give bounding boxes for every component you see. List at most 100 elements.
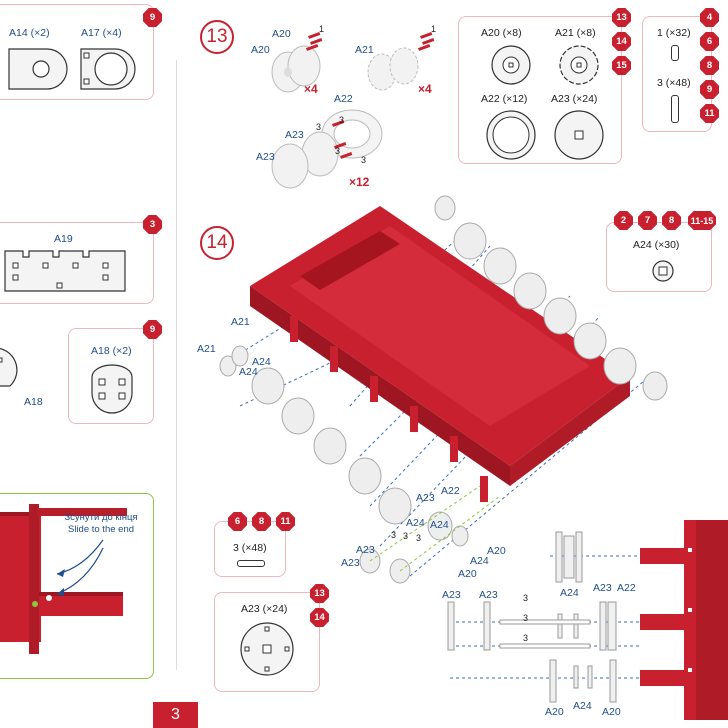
badge-a24-2: 2 xyxy=(614,211,633,230)
label-a19: A19 xyxy=(54,233,73,245)
step14-assembly-drawing xyxy=(219,195,668,584)
badge-pins-6: 6 xyxy=(700,32,719,51)
badge-pin3-6: 6 xyxy=(228,512,247,531)
badge-step13-13: 13 xyxy=(612,8,631,27)
card-pin3: 3 (×48) xyxy=(214,521,286,577)
detail-a22: A22 xyxy=(617,582,636,594)
badge-card-a18: 9 xyxy=(143,320,162,339)
label-bottom-a22: A22 xyxy=(441,485,460,497)
badge-pins-11: 11 xyxy=(700,104,719,123)
badge-pin3-11: 11 xyxy=(276,512,295,531)
card-a23-bottom: A23 (×24) xyxy=(214,592,320,692)
label-bottom-3a: 3 xyxy=(391,530,397,540)
label-a20-count: A20 (×8) xyxy=(481,27,522,39)
detail-a23-left: A23 xyxy=(442,589,461,601)
detail-a24-bottom: A24 xyxy=(573,700,592,712)
label-pin-3: 3 (×48) xyxy=(657,77,691,89)
label-step14-a21-left: A21 xyxy=(197,343,216,355)
step-14-number: 14 xyxy=(200,226,234,260)
badge-a24-8: 8 xyxy=(662,211,681,230)
label-a22: A22 xyxy=(334,93,353,105)
label-a23-top: A23 xyxy=(285,129,304,141)
pin3-horizontal-drawing xyxy=(237,560,265,567)
label-a23-count: A23 (×24) xyxy=(551,93,598,105)
part-a19-drawing xyxy=(4,250,126,292)
detail-a23-mid: A23 xyxy=(479,589,498,601)
label-bottom-a23-c: A23 xyxy=(341,557,360,569)
label-bottom-3b: 3 xyxy=(403,531,409,541)
part-a24-drawing xyxy=(652,260,674,282)
step13-gears-drawing xyxy=(271,32,435,189)
label-a18-left: A18 xyxy=(24,396,43,408)
page-number: 3 xyxy=(153,702,198,728)
card-slide-to-end: Зсунути до кінця Slide to the end xyxy=(0,493,154,679)
label-a23-bottom: A23 xyxy=(256,151,275,163)
pin-count-3b: 3 xyxy=(339,115,345,125)
column-divider xyxy=(176,60,177,670)
card-step13-parts: A20 (×8) A21 (×8) A22 (×12) A23 (×24) xyxy=(458,16,622,164)
slide-note-en: Slide to the end xyxy=(67,524,135,535)
badge-pins-4: 4 xyxy=(700,8,719,27)
badge-pins-9: 9 xyxy=(700,80,719,99)
label-bottom-a20-a: A20 xyxy=(487,545,506,557)
label-a24-count: A24 (×30) xyxy=(633,239,680,251)
label-bottom-a23-a: A23 xyxy=(416,492,435,504)
pin-count-3c: 3 xyxy=(335,146,341,156)
label-bottom-a20-b: A20 xyxy=(458,568,477,580)
badge-a24-7: 7 xyxy=(638,211,657,230)
badge-a24-11-15: 11-15 xyxy=(688,211,716,230)
badge-card-a19: 3 xyxy=(143,215,162,234)
slide-note-uk: Зсунути до кінця xyxy=(64,512,138,523)
label-a20-top: A20 xyxy=(272,28,291,40)
label-pin-1: 1 (×32) xyxy=(657,27,691,39)
badge-card-a14: 9 xyxy=(143,8,162,27)
label-step14-a21-top: A21 xyxy=(231,316,250,328)
badge-step13-15: 15 xyxy=(612,56,631,75)
detail-3b: 3 xyxy=(523,613,529,623)
pin-count-1b: 1 xyxy=(431,24,437,34)
detail-a24-top: A24 xyxy=(560,587,579,599)
frame-closeup-drawing xyxy=(0,504,127,654)
badge-a23-13: 13 xyxy=(310,584,329,603)
badge-pins-8: 8 xyxy=(700,56,719,75)
label-step14-a24-a: A24 xyxy=(252,356,271,368)
detail-a20-left: A20 xyxy=(545,706,564,718)
part-a18-partial xyxy=(0,348,18,387)
part-a22-drawing xyxy=(486,110,536,160)
pin-count-3d: 3 xyxy=(361,155,367,165)
card-a14-a17: A14 (×2) A17 (×4) xyxy=(0,4,154,100)
card-a18: A18 (×2) xyxy=(68,328,154,424)
part-a20-drawing xyxy=(491,45,531,85)
part-a21-drawing xyxy=(559,45,599,85)
label-a21-count: A21 (×8) xyxy=(555,27,596,39)
detail-a23-right: A23 xyxy=(593,582,612,594)
card-a24: A24 (×30) xyxy=(606,222,712,292)
label-a20-side: A20 xyxy=(251,44,270,56)
label-a18: A18 (×2) xyxy=(91,345,132,357)
part-a14-drawing xyxy=(8,48,68,90)
label-a14: A14 (×2) xyxy=(9,27,50,39)
label-bottom-3c: 3 xyxy=(416,533,422,543)
badge-pin3-8: 8 xyxy=(252,512,271,531)
label-bottom-a24-a: A24 xyxy=(406,517,425,529)
badge-a23-14: 14 xyxy=(310,608,329,627)
multiplier-a22: ×12 xyxy=(349,175,370,189)
label-pin3-count: 3 (×48) xyxy=(233,542,267,554)
step-13-number: 13 xyxy=(200,20,234,54)
label-a21: A21 xyxy=(355,44,374,56)
label-bottom-a24-b: A24 xyxy=(430,519,449,531)
detail-3c: 3 xyxy=(523,633,529,643)
detail-3a: 3 xyxy=(523,593,529,603)
part-a23-bottom-drawing xyxy=(240,622,294,676)
multiplier-a21: ×4 xyxy=(418,82,432,96)
detail-a20-right: A20 xyxy=(602,706,621,718)
pin-count-3a: 3 xyxy=(316,122,322,132)
part-a18-drawing xyxy=(91,364,133,414)
multiplier-a20: ×4 xyxy=(304,82,318,96)
slide-arrows xyxy=(56,539,104,596)
pin-3-drawing xyxy=(671,95,679,123)
label-bottom-a23-b: A23 xyxy=(356,544,375,556)
label-a22-count: A22 (×12) xyxy=(481,93,528,105)
label-step14-a24-b: A24 xyxy=(239,366,258,378)
badge-step13-14: 14 xyxy=(612,32,631,51)
